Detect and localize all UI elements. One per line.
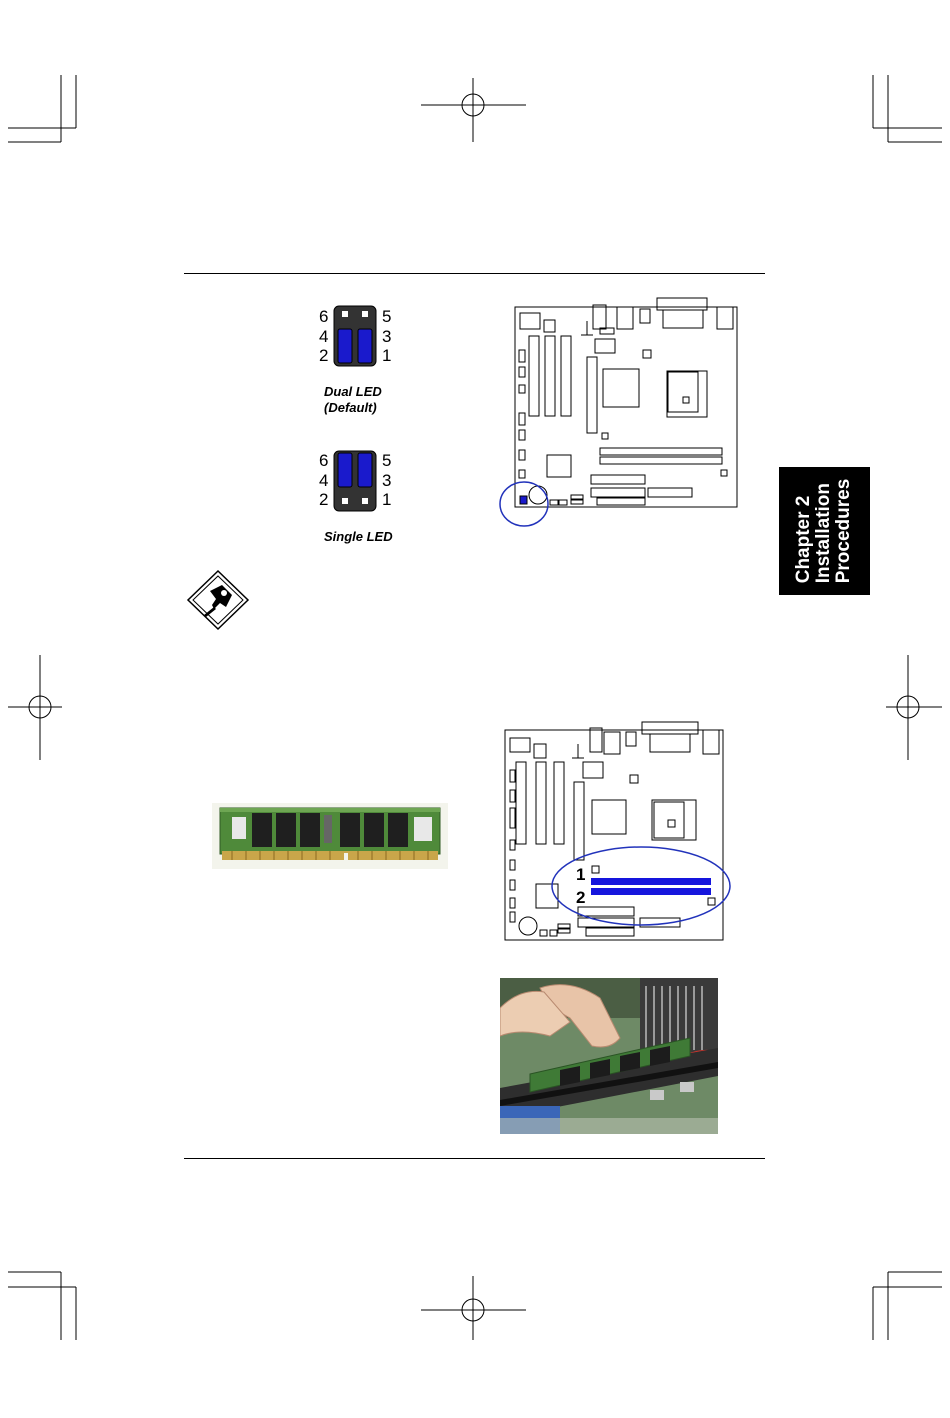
dimm-slot-1-label: 1 (576, 865, 585, 884)
single-led-jumper (333, 450, 377, 512)
pin-2-label: 2 (319, 491, 328, 508)
dimm-slot-1 (591, 878, 711, 885)
single-led-jumper-figure: 6 5 4 3 2 1 Single LED (300, 445, 420, 555)
chapter-title-line1: Installation (814, 479, 834, 584)
pin-5-label: 5 (382, 308, 391, 325)
dual-led-default-caption: (Default) (324, 400, 377, 416)
pin-2-label: 2 (319, 347, 328, 364)
header-rule (184, 273, 765, 274)
footer-rule (184, 1158, 765, 1159)
dimm-installation-photo (500, 978, 718, 1134)
pin-1-label: 1 (382, 491, 391, 508)
pin-6-label: 6 (319, 308, 328, 325)
motherboard-dimm-slots-diagram: 1 2 (500, 720, 740, 945)
dual-led-caption: Dual LED (324, 384, 382, 400)
pin-6-label: 6 (319, 452, 328, 469)
dual-led-jumper (333, 305, 377, 367)
dimm-slot-2-label: 2 (576, 888, 585, 907)
dual-led-jumper-figure: 6 5 4 3 2 1 Dual LED (Default) (300, 300, 420, 420)
dimm-module-image (212, 803, 448, 869)
led-jumper-marker (520, 496, 527, 504)
chapter-number: Chapter 2 (794, 479, 814, 584)
pin-5-label: 5 (382, 452, 391, 469)
chapter-title-line2: Procedures (834, 479, 854, 584)
pin-1-label: 1 (382, 347, 391, 364)
motherboard-led-location-diagram (495, 295, 745, 535)
pin-3-label: 3 (382, 328, 391, 345)
chapter-tab: Chapter 2 Installation Procedures (779, 467, 870, 595)
pin-4-label: 4 (319, 472, 328, 489)
pin-3-label: 3 (382, 472, 391, 489)
single-led-caption: Single LED (324, 529, 393, 545)
pin-4-label: 4 (319, 328, 328, 345)
dimm-slots-highlight-circle (552, 847, 730, 925)
dimm-slot-2 (591, 888, 711, 895)
chapter-tab-text: Chapter 2 Installation Procedures (794, 479, 854, 584)
note-pushpin-icon (186, 569, 250, 631)
